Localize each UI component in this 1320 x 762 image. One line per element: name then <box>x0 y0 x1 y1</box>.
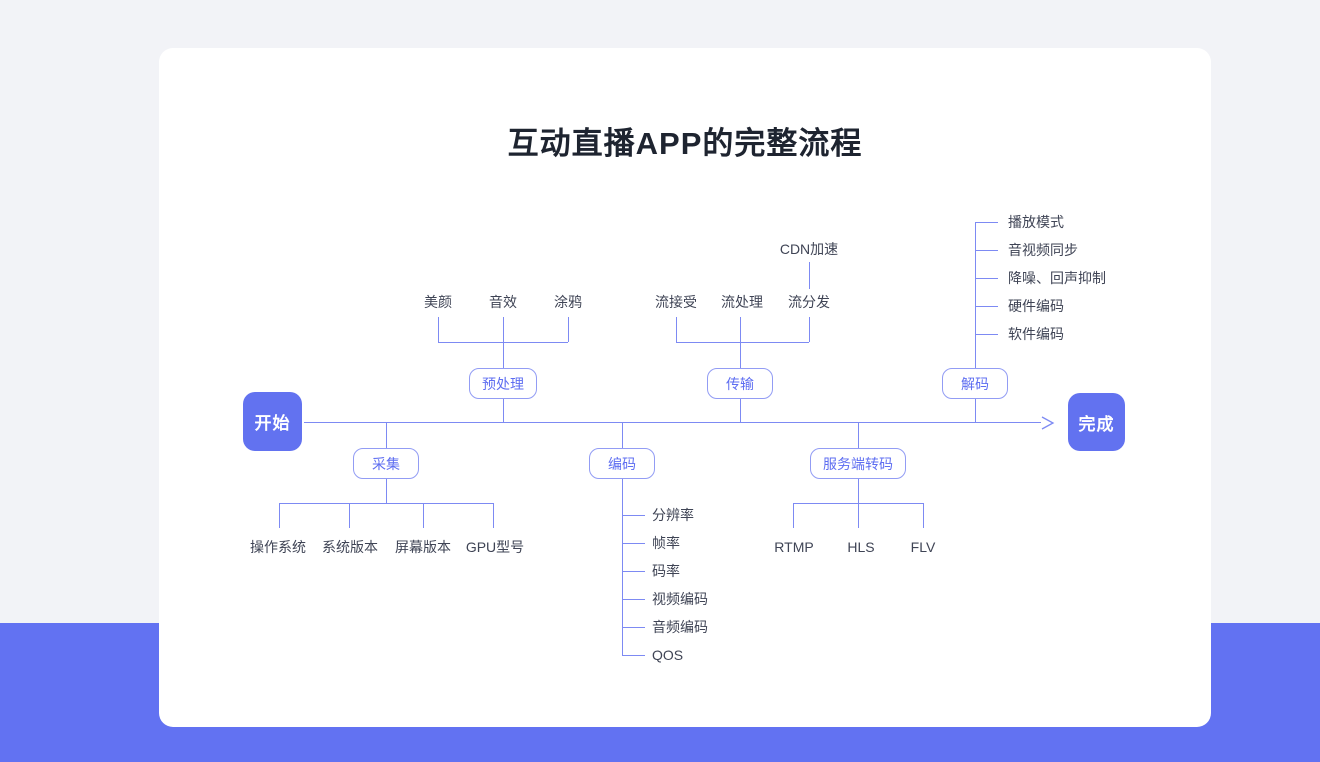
connector-line <box>676 317 677 342</box>
leaf-label: 流处理 <box>721 294 763 310</box>
node-transmission: 传输 <box>707 368 773 399</box>
end-node: 完成 <box>1068 393 1125 451</box>
connector-line <box>975 306 998 307</box>
diagram-card <box>159 48 1211 727</box>
leaf-label: 流分发 <box>788 294 830 310</box>
connector-line <box>622 423 623 448</box>
leaf-label: 系统版本 <box>322 539 378 555</box>
arrow-head-icon <box>1041 416 1055 430</box>
connector-line <box>279 503 280 528</box>
connector-line <box>503 399 504 423</box>
connector-line <box>923 503 924 528</box>
leaf-label-cdn: CDN加速 <box>779 241 839 257</box>
leaf-label: FLV <box>910 539 936 555</box>
node-decode: 解码 <box>942 368 1008 399</box>
connector-line <box>809 317 810 342</box>
connector-line <box>975 222 998 223</box>
leaf-label: 流接受 <box>655 294 697 310</box>
connector-line <box>568 317 569 342</box>
leaf-label: 音视频同步 <box>1008 242 1078 258</box>
node-server-transcode: 服务端转码 <box>810 448 906 479</box>
leaf-label: 软件编码 <box>1008 326 1064 342</box>
connector-line <box>622 515 645 516</box>
connector-line <box>279 503 494 504</box>
connector-line <box>975 250 998 251</box>
leaf-label: 分辨率 <box>652 507 694 523</box>
start-node: 开始 <box>243 392 302 451</box>
page-title: 互动直播APP的完整流程 <box>507 126 863 161</box>
leaf-label: GPU型号 <box>465 539 525 555</box>
connector-line <box>676 342 809 343</box>
connector-line <box>622 655 645 656</box>
connector-line <box>858 423 859 448</box>
leaf-label: 美颜 <box>424 294 452 310</box>
leaf-label: 降噪、回声抑制 <box>1008 270 1106 286</box>
connector-line <box>975 399 976 423</box>
leaf-label: 屏幕版本 <box>395 539 451 555</box>
connector-line <box>622 479 623 655</box>
leaf-label: 硬件编码 <box>1008 298 1064 314</box>
connector-line <box>793 503 794 528</box>
node-preprocess: 预处理 <box>469 368 537 399</box>
connector-line <box>858 503 859 528</box>
leaf-label: 播放模式 <box>1008 214 1064 230</box>
leaf-label: 音频编码 <box>652 619 708 635</box>
leaf-label: 视频编码 <box>652 591 708 607</box>
connector-line <box>622 571 645 572</box>
connector-line <box>438 317 439 342</box>
connector-line <box>975 222 976 368</box>
leaf-label: QOS <box>652 647 684 663</box>
connector-line <box>438 342 568 343</box>
connector-line <box>493 503 494 528</box>
leaf-label: 涂鸦 <box>554 294 582 310</box>
connector-line <box>349 503 350 528</box>
node-capture: 采集 <box>353 448 419 479</box>
leaf-label: HLS <box>847 539 875 555</box>
leaf-label: RTMP <box>774 539 814 555</box>
connector-line <box>809 262 810 289</box>
connector-line <box>386 479 387 503</box>
leaf-label: 码率 <box>652 563 680 579</box>
leaf-label: 操作系统 <box>250 539 306 555</box>
connector-line <box>858 479 859 503</box>
connector-line <box>622 543 645 544</box>
connector-line <box>975 334 998 335</box>
node-encode: 编码 <box>589 448 655 479</box>
connector-line <box>423 503 424 528</box>
connector-line <box>386 423 387 448</box>
connector-line <box>622 627 645 628</box>
leaf-label: 音效 <box>489 294 517 310</box>
connector-line <box>975 278 998 279</box>
leaf-label: 帧率 <box>652 535 680 551</box>
connector-line <box>622 599 645 600</box>
connector-line <box>740 399 741 423</box>
main-timeline <box>304 422 1041 423</box>
